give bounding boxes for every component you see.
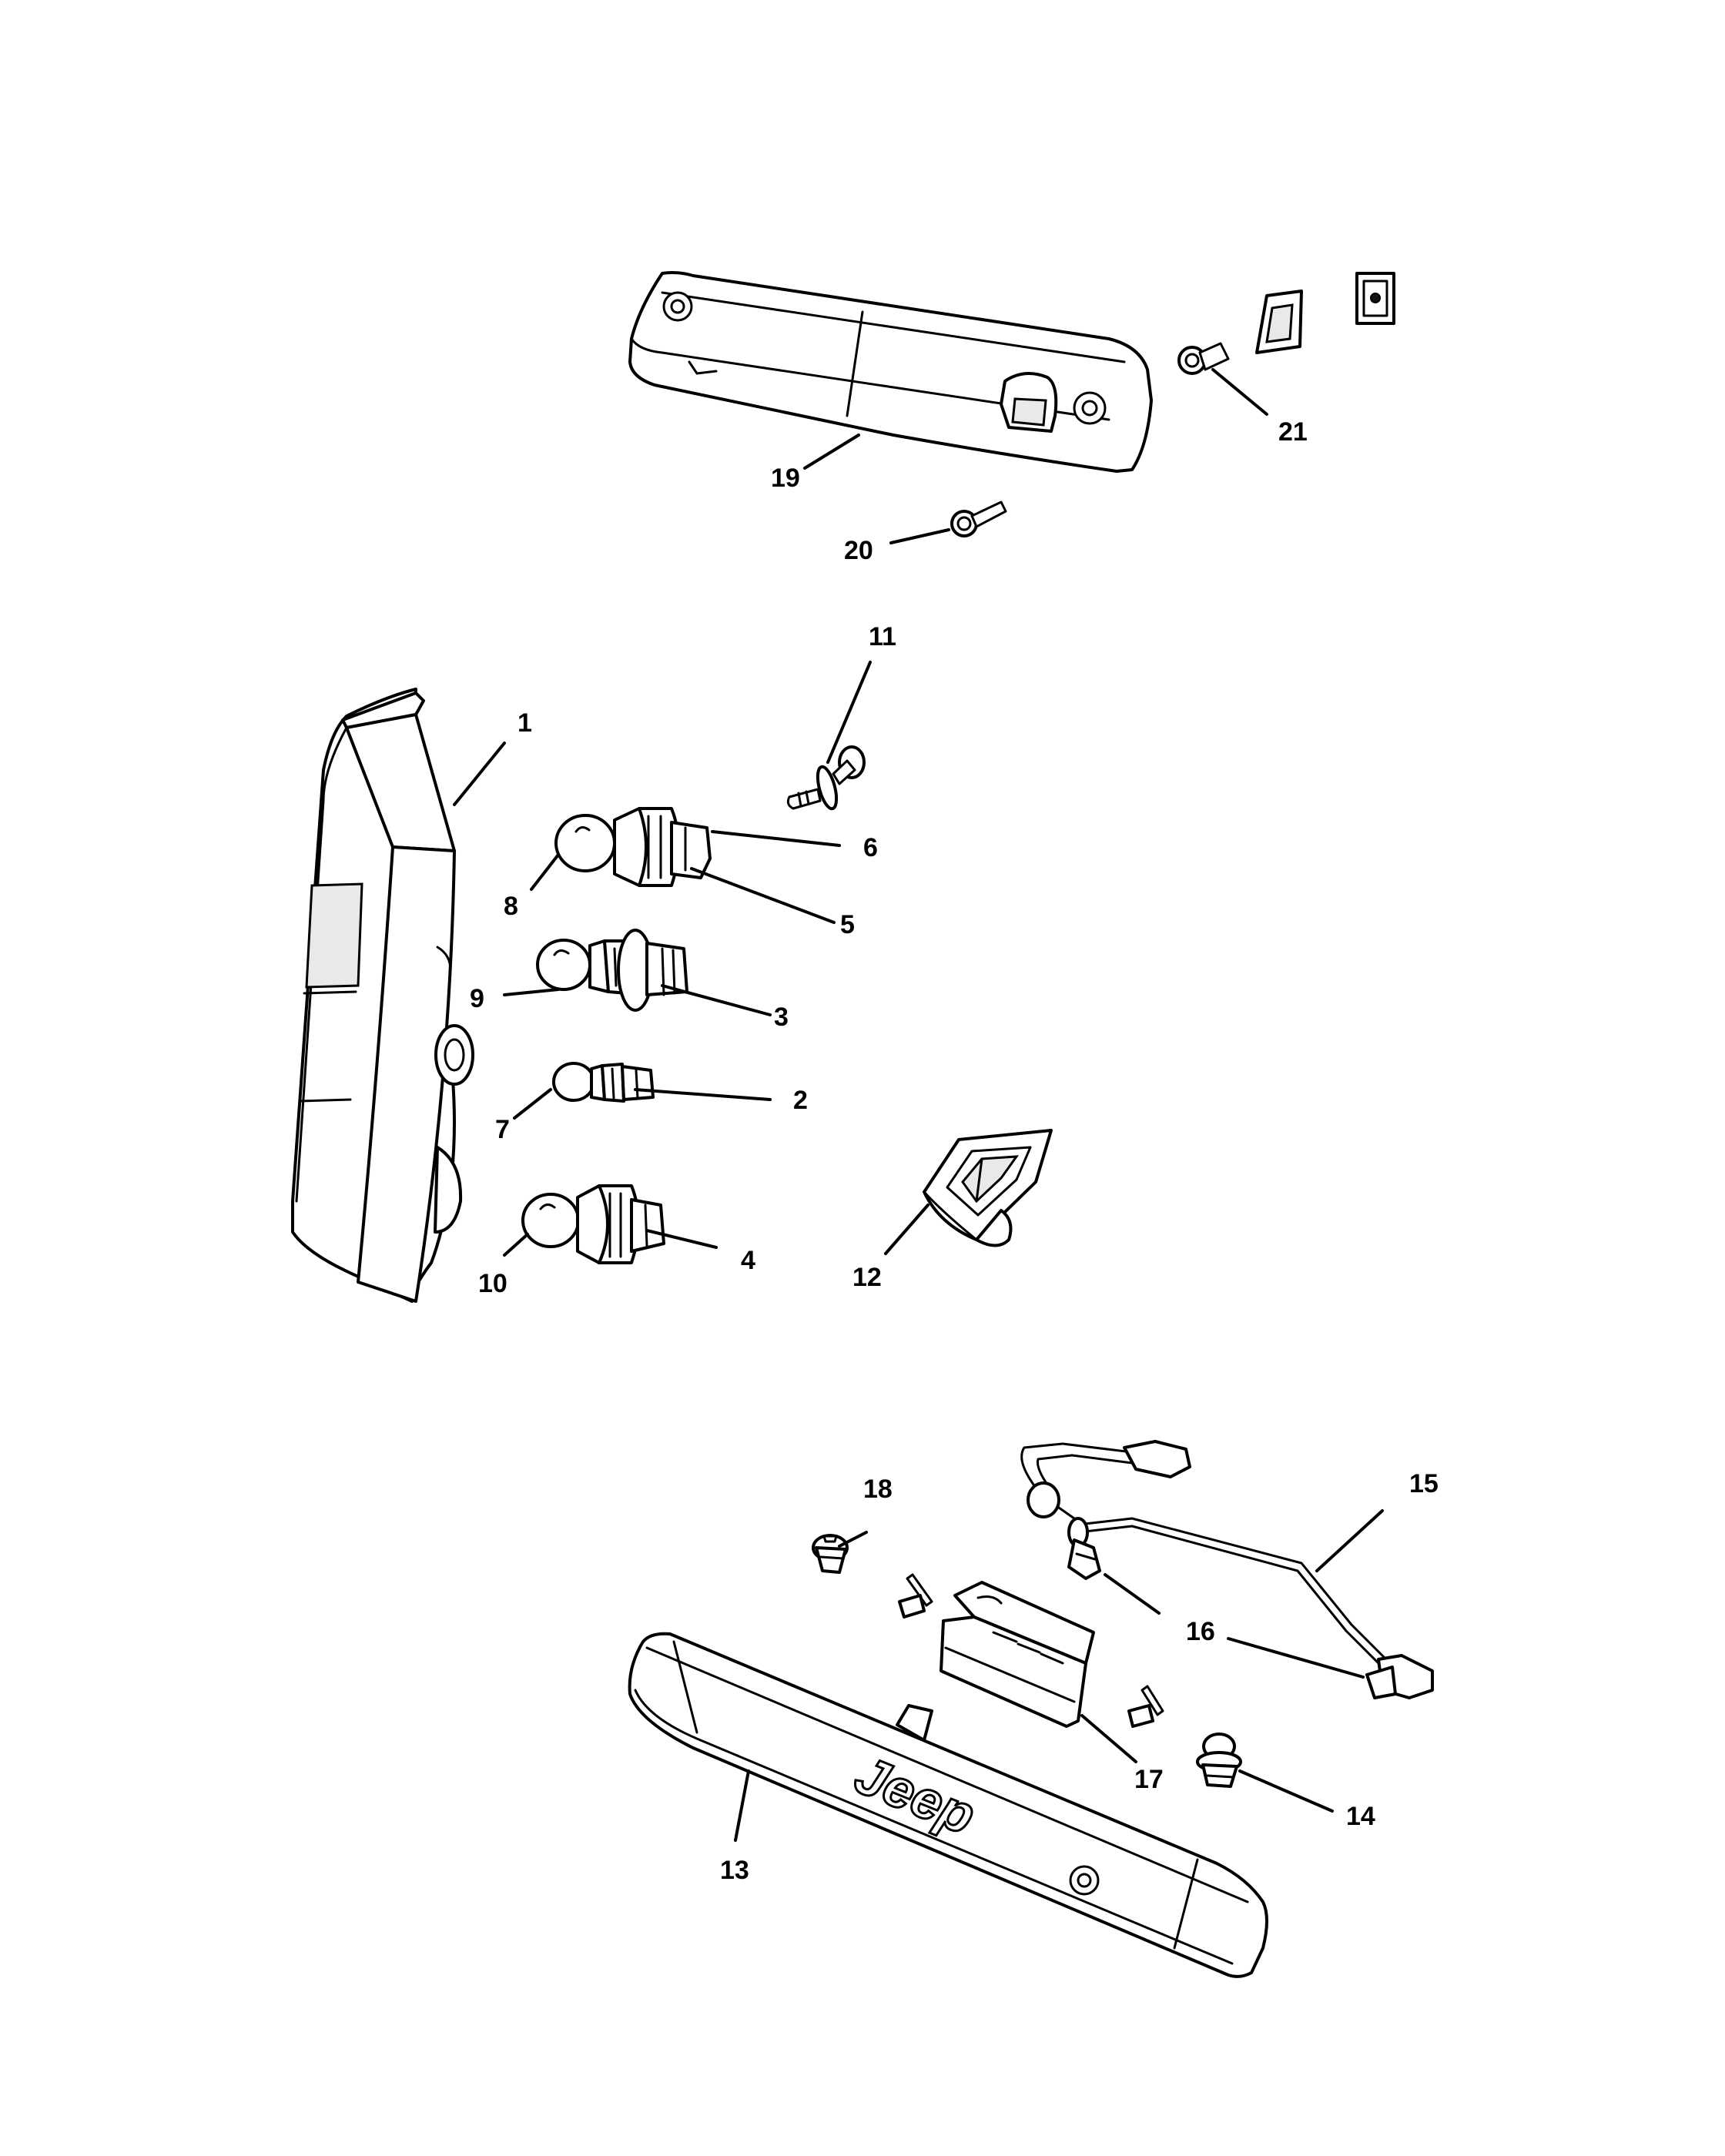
clip-part-18	[812, 1534, 849, 1574]
push-pin-part-11	[786, 745, 866, 811]
tail-lamp-part-1	[291, 688, 474, 1303]
callout-3: 3	[774, 1003, 789, 1032]
callout-21: 21	[1278, 417, 1308, 447]
bulb-socket-assembly-small	[552, 1062, 655, 1103]
grommet-plug	[1255, 290, 1303, 354]
square-plug	[1355, 272, 1395, 325]
license-lamp-part-12	[923, 1129, 1053, 1247]
callout-15: 15	[1409, 1469, 1439, 1498]
license-applique-part-13: Jeep	[628, 1632, 1268, 1978]
callout-2: 2	[793, 1086, 808, 1115]
callout-4: 4	[741, 1246, 755, 1275]
screw-part-20	[950, 500, 1007, 537]
callout-5: 5	[840, 910, 855, 939]
callout-1: 1	[518, 708, 532, 738]
callout-14: 14	[1346, 1802, 1375, 1831]
bulb-socket-assembly-top	[554, 807, 712, 887]
bulb-socket-assembly-bottom	[521, 1184, 665, 1264]
callout-8: 8	[504, 892, 518, 921]
liftgate-applique-part-19	[628, 271, 1153, 473]
leader-lines	[453, 368, 1384, 1842]
callout-13: 13	[720, 1856, 749, 1885]
callout-10: 10	[478, 1269, 507, 1298]
fastener-part-21	[1177, 342, 1230, 375]
callout-16: 16	[1186, 1617, 1215, 1646]
callout-11: 11	[869, 622, 896, 651]
callout-6: 6	[863, 833, 878, 862]
callout-18: 18	[863, 1475, 893, 1504]
callout-7: 7	[495, 1115, 510, 1144]
bulb-socket-assembly-middle	[536, 929, 688, 1012]
pin-left	[898, 1573, 933, 1619]
callout-17: 17	[1134, 1765, 1164, 1794]
callout-9: 9	[470, 984, 484, 1013]
pin-right	[1127, 1685, 1164, 1728]
callout-19: 19	[771, 464, 800, 493]
liftgate-switch-part-17	[940, 1581, 1095, 1728]
callout-labels: 19 20 21 11 1 6 5 8 9 3 2 7 4 10 12 18 1…	[470, 417, 1439, 1885]
clip-part-14	[1196, 1732, 1242, 1788]
callout-12: 12	[852, 1263, 882, 1292]
callout-20: 20	[844, 536, 873, 565]
wire-harness-part-15	[1020, 1440, 1434, 1699]
